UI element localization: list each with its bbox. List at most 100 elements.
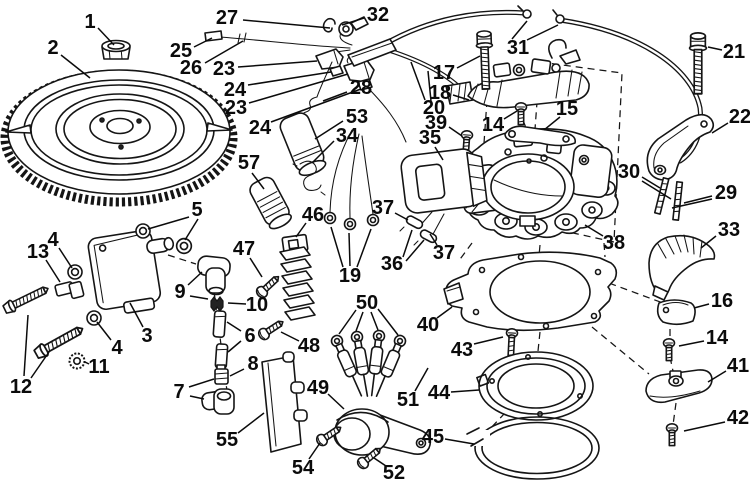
callout-33-26: 33 [718,219,740,241]
callout-leader-31 [511,20,528,40]
callout-leader-23 [248,73,349,104]
callout-leader-7 [188,378,215,388]
callout-leader-38 [584,224,604,237]
flywheel-nut-drawing [101,39,131,60]
callout-20-17: 20 [423,97,445,119]
ignition-coil-3 [87,229,175,314]
flywheel-drawing [0,69,238,207]
callout-leader-20 [427,70,432,102]
callout-leader-30 [641,180,672,200]
callout-leader-33 [700,235,717,249]
drive-pins-29-30 [653,177,684,221]
bracket-55 [261,351,308,453]
link-arm-15 [504,125,576,147]
callout-leader-54 [308,442,321,460]
callout-leader-23 [237,60,318,68]
callout-6-41: 6 [244,325,255,347]
callout-leader-13 [45,259,61,283]
callout-39-18: 39 [425,112,447,134]
callout-leader-18 [452,94,470,101]
knurled-nut-10 [210,296,224,312]
callout-17-15: 17 [433,62,455,84]
callout-leader-27 [242,19,331,29]
callout-31-10: 31 [507,37,529,59]
callout-leader-46 [295,222,307,238]
spark-plug-boot-57 [249,176,292,230]
callout-leader-9 [187,271,203,286]
callout-1-0: 1 [84,11,95,33]
washer-4a-drawing [67,264,83,280]
callout-leader-29 [683,195,713,204]
terminal-boot-23a [315,48,344,77]
callout-13-34: 13 [27,241,49,263]
callout-leader-5 [184,218,199,241]
callout-30-24: 30 [618,161,640,183]
callout-26-4: 26 [180,57,202,79]
callout-leader-49 [327,393,345,410]
screw-48-drawing [255,316,287,343]
wire-clamp-49 [333,408,432,456]
callout-14-29: 14 [706,327,729,349]
snap-ring-45 [466,416,600,480]
callout-35-19: 35 [419,127,441,149]
callout-leader-48 [280,331,300,342]
wiring-harness-drawing [204,5,704,164]
callout-leader-28 [322,91,348,102]
clamp-13-drawing [54,280,85,300]
callout-leader-14 [503,110,518,120]
callout-52-56: 52 [383,462,405,483]
elbow-boot-9 [197,255,231,296]
stator-plate-38 [459,128,619,240]
callout-37-49: 37 [433,242,455,264]
armature-boss-18 [445,38,590,109]
callout-28-11: 28 [350,77,372,99]
callout-leader-34 [311,140,335,164]
callout-leader-19 [330,226,344,268]
screw-14a-drawing [514,102,528,126]
wire-clip-32 [322,17,336,33]
callout-leader-22 [711,122,729,134]
callout-53-12: 53 [346,106,368,128]
callout-leader-6 [226,321,242,332]
retainer-ring-44 [476,351,594,421]
callout-leader-47 [249,257,263,278]
callout-41-30: 41 [727,355,749,377]
callout-14-20: 14 [482,114,505,136]
callout-leader-6 [227,340,242,353]
ribbed-shoe-33 [648,234,716,301]
callout-leader-3 [129,302,144,328]
callout-48-43: 48 [298,335,320,357]
ring-terminal-27 [338,16,369,37]
callout-leader-4 [58,247,73,269]
callout-leader-1 [97,27,115,46]
support-plate-40 [443,251,618,332]
callout-leader-8 [229,368,245,377]
callout-18-16: 18 [429,82,451,104]
callout-55-46: 55 [216,429,238,451]
callout-32-9: 32 [367,4,389,26]
screw-42-drawing [665,422,679,447]
spark-plug-leads-50 [328,329,409,400]
callout-leader-5 [147,216,190,230]
retainer-cup-22 [646,113,715,181]
callout-23-7: 23 [225,97,247,119]
callout-leader-26 [204,40,244,64]
callout-leader-21 [707,46,723,51]
callout-37-48: 37 [372,197,394,219]
callout-leader-37 [394,212,409,221]
callout-leader-43 [473,336,504,345]
washer-5b-drawing [175,237,193,255]
callout-2-1: 2 [47,37,58,59]
callout-8-44: 8 [247,353,258,375]
callout-29-25: 29 [715,182,737,204]
callout-leader-41 [707,370,727,383]
callout-10-40: 10 [246,294,268,316]
callout-24-6: 24 [224,79,247,101]
screw-14b-drawing [662,337,676,362]
callout-38-27: 38 [603,232,625,254]
callout-leader-7 [189,395,205,400]
star-washer-11-drawing [68,352,86,370]
callout-11-37: 11 [88,356,109,378]
callout-57-14: 57 [238,152,260,174]
